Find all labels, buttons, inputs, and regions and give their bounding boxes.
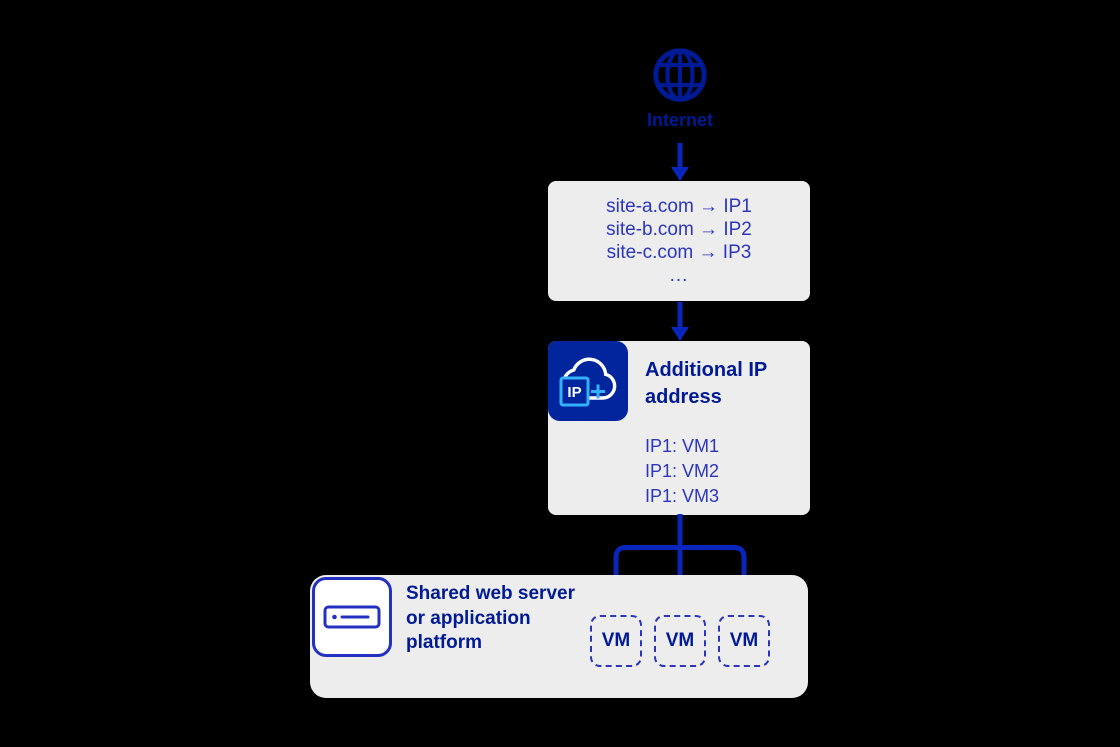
- dns-mapping-box: site-a.com → IP1 site-b.com → IP2 site-c…: [548, 181, 810, 301]
- additional-ip-box: IP Additional IP address IP1: VM1 IP1: V…: [548, 341, 810, 515]
- dns-ellipsis: ...: [669, 265, 689, 286]
- platform-title-line: or application: [406, 607, 531, 629]
- dns-mapping-row: site-b.com → IP2: [606, 219, 752, 240]
- ip-assignment-row: IP1: VM3: [645, 486, 720, 506]
- platform-title-line: platform: [406, 632, 482, 653]
- globe-icon: [653, 48, 707, 102]
- vm-box-2: VM: [654, 615, 706, 667]
- arrow-internet-to-dns: [671, 143, 689, 181]
- plus-icon: [591, 384, 605, 399]
- vm-box-3: VM: [718, 615, 770, 667]
- arrow-dns-to-ip: [671, 302, 689, 341]
- ip-plus-cloud-icon: IP: [548, 341, 628, 421]
- additional-ip-title-line: Additional IP: [645, 359, 768, 381]
- additional-ip-title: Additional IP address: [645, 357, 805, 411]
- internet-label: Internet: [646, 110, 713, 130]
- vm-box-1: VM: [590, 615, 642, 667]
- platform-title-line: Shared web server: [406, 583, 575, 604]
- ip-assignments: IP1: VM1 IP1: VM2 IP1: VM3: [645, 434, 719, 509]
- ip-assignment-row: IP1: VM2: [645, 461, 720, 481]
- ip-icon-label: IP: [567, 384, 581, 401]
- server-icon: [312, 577, 392, 657]
- additional-ip-title-line: address: [645, 386, 722, 408]
- dns-mapping-row: site-c.com → IP3: [606, 242, 752, 263]
- dns-mapping-row: site-a.com → IP1: [606, 196, 752, 217]
- platform-title: Shared web server or application platfor…: [406, 582, 616, 656]
- shared-platform-box: Shared web server or application platfor…: [310, 575, 808, 698]
- ip-assignment-row: IP1: VM1: [645, 436, 720, 456]
